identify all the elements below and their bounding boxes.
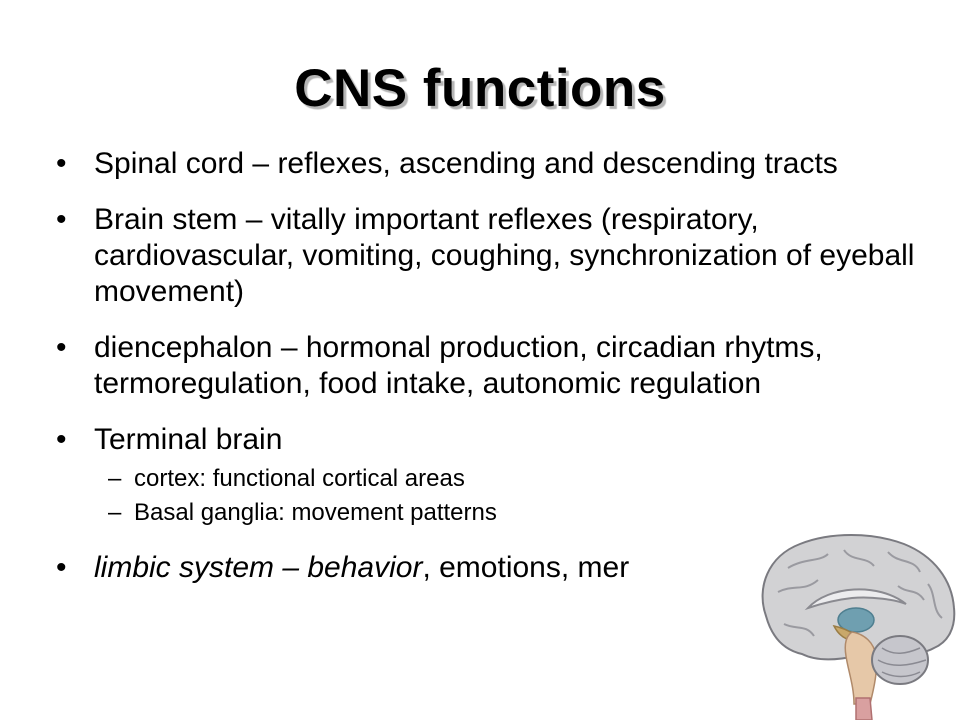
sub-bullet-text: cortex: functional cortical areas [134, 465, 465, 492]
sub-bullet-basal-ganglia: – Basal ganglia: movement patterns [56, 498, 936, 528]
bullet-text: diencephalon – hormonal production, circ… [94, 331, 823, 400]
brain-sagittal-icon [761, 534, 956, 720]
bullet-diencephalon: • diencephalon – hormonal production, ci… [56, 330, 936, 402]
bullet-terminal-brain: • Terminal brain [56, 422, 936, 458]
bullet-limbic-system: • limbic system – behavior, emotions, me… [56, 550, 936, 586]
spinal-cord [855, 697, 873, 720]
bullet-spinal-cord: • Spinal cord – reflexes, ascending and … [56, 146, 936, 182]
sub-bullet-text: Basal ganglia: movement patterns [134, 499, 497, 526]
bullet-glyph: • [56, 331, 67, 364]
bullet-text: Terminal brain [94, 423, 283, 456]
brain-gyri [777, 549, 943, 637]
title-container: CNS functions [0, 58, 960, 119]
bullet-list: • Spinal cord – reflexes, ascending and … [56, 146, 936, 606]
bullet-glyph: • [56, 423, 67, 456]
bullet-brain-stem: • Brain stem – vitally important reflexe… [56, 202, 936, 310]
bullet-plain-text: , emotions, mer [422, 551, 630, 584]
slide-title: CNS functions [294, 59, 666, 118]
bullet-text: Brain stem – vitally important reflexes … [94, 203, 915, 308]
bullet-glyph: • [56, 147, 67, 180]
bullet-glyph: • [56, 203, 67, 236]
sub-bullet-cortex: – cortex: functional cortical areas [56, 464, 936, 494]
bullet-italic-text: limbic system – behavior [94, 551, 423, 584]
bullet-glyph: • [56, 551, 67, 584]
corpus-callosum [804, 588, 907, 611]
thalamus [837, 607, 875, 633]
sub-bullet-glyph: – [108, 499, 122, 526]
cerebellum [871, 635, 929, 685]
bullet-text: Spinal cord – reflexes, ascending and de… [94, 147, 838, 180]
cerebellum-folia [877, 647, 927, 678]
sub-bullet-glyph: – [108, 465, 122, 492]
